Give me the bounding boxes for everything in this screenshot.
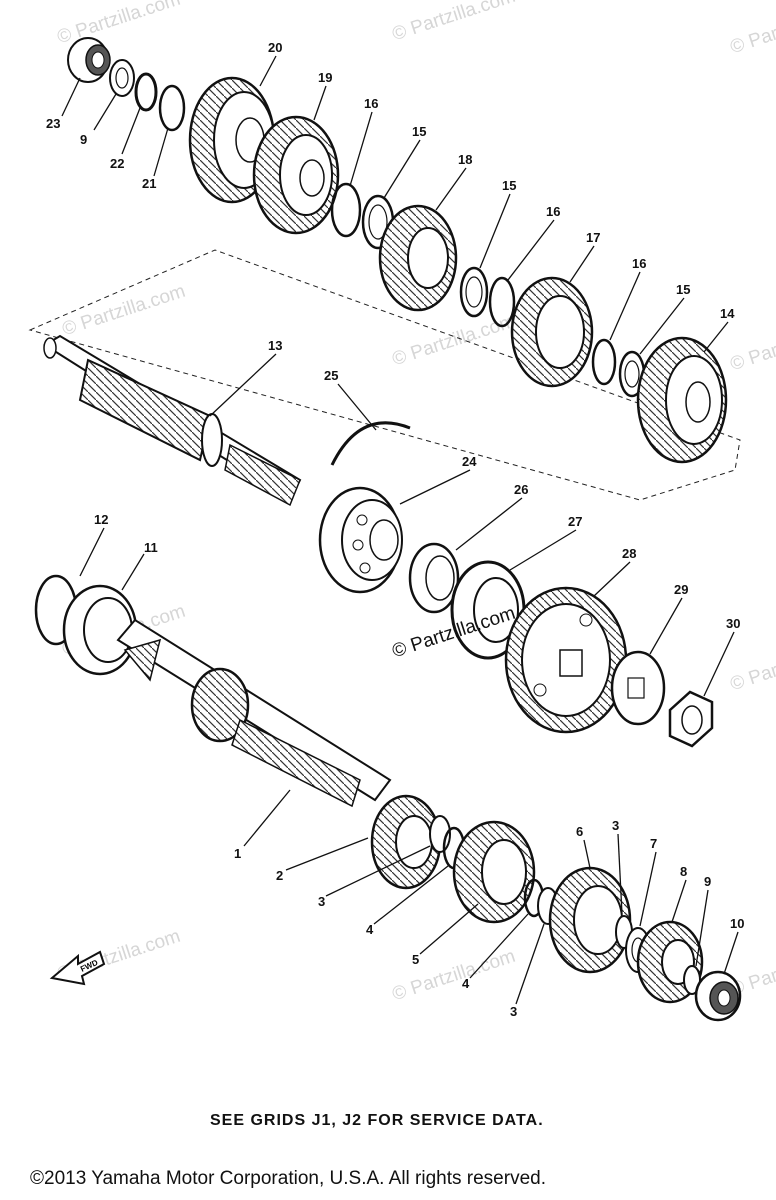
callout-8: 8 xyxy=(680,864,687,879)
callout-10: 10 xyxy=(730,916,744,931)
part-9-washer[interactable] xyxy=(109,59,135,97)
callout-19: 19 xyxy=(318,70,332,85)
dashed-group-outline xyxy=(28,249,741,501)
callout-16: 16 xyxy=(546,204,560,219)
part-17-gear[interactable] xyxy=(510,276,594,388)
callout-21: 21 xyxy=(142,176,156,191)
service-data-note: SEE GRIDS J1, J2 FOR SERVICE DATA. xyxy=(210,1112,544,1129)
part-14-gear[interactable] xyxy=(636,336,728,464)
callout-16: 16 xyxy=(364,96,378,111)
callout-15: 15 xyxy=(676,282,690,297)
callout-28: 28 xyxy=(622,546,636,561)
callout-15: 15 xyxy=(502,178,516,193)
front-direction-arrow-icon: FWD xyxy=(49,950,106,986)
callout-7: 7 xyxy=(650,836,657,851)
callout-20: 20 xyxy=(268,40,282,55)
part-22-circlip[interactable] xyxy=(134,72,158,112)
callout-17: 17 xyxy=(586,230,600,245)
callout-3: 3 xyxy=(318,894,325,909)
callout-29: 29 xyxy=(674,582,688,597)
callout-18: 18 xyxy=(458,152,472,167)
part-10-bearing[interactable] xyxy=(694,970,742,1022)
callout-16: 16 xyxy=(632,256,646,271)
callout-14: 14 xyxy=(720,306,735,321)
part-29-lock-washer[interactable] xyxy=(610,650,666,726)
callout-4: 4 xyxy=(366,922,374,937)
callout-9: 9 xyxy=(80,132,87,147)
part-2-gear[interactable] xyxy=(370,794,442,890)
callout-30: 30 xyxy=(726,616,740,631)
part-21-circlip[interactable] xyxy=(158,84,186,132)
callout-25: 25 xyxy=(324,368,338,383)
callout-24: 24 xyxy=(462,454,477,469)
callout-27: 27 xyxy=(568,514,582,529)
copyright-notice: ©2013 Yamaha Motor Corporation, U.S.A. A… xyxy=(30,1168,546,1189)
callout-5: 5 xyxy=(412,952,419,967)
callout-2: 2 xyxy=(276,868,283,883)
part-30-nut[interactable] xyxy=(668,690,714,748)
callout-3: 3 xyxy=(510,1004,517,1019)
callout-11: 11 xyxy=(144,540,158,555)
part-16-circlip[interactable] xyxy=(488,276,516,328)
part-25-circlip[interactable] xyxy=(330,421,411,466)
part-16-circlip[interactable] xyxy=(591,338,617,386)
part-13-main-axle[interactable] xyxy=(43,334,302,507)
part-27-oil-seal[interactable] xyxy=(450,560,526,660)
callout-26: 26 xyxy=(514,482,528,497)
callout-12: 12 xyxy=(94,512,108,527)
part-15-washer[interactable] xyxy=(459,266,489,318)
callout-3: 3 xyxy=(612,818,619,833)
part-26-collar[interactable] xyxy=(408,542,460,614)
callout-13: 13 xyxy=(268,338,282,353)
callout-1: 1 xyxy=(234,846,241,861)
callout-15: 15 xyxy=(412,124,426,139)
part-18-gear[interactable] xyxy=(378,204,458,312)
leader-lines xyxy=(61,55,739,1005)
callout-22: 22 xyxy=(110,156,124,171)
callout-6: 6 xyxy=(576,824,583,839)
part-1-drive-axle[interactable] xyxy=(116,618,392,808)
part-19-gear[interactable] xyxy=(252,115,340,235)
callout-9: 9 xyxy=(704,874,711,889)
callout-4: 4 xyxy=(462,976,470,991)
part-24-bearing[interactable] xyxy=(318,486,403,594)
part-28-sprocket[interactable] xyxy=(504,586,628,734)
callout-23: 23 xyxy=(46,116,60,131)
part-5-gear[interactable] xyxy=(452,820,536,924)
part-23-bearing[interactable] xyxy=(67,37,111,83)
part-16-circlip[interactable] xyxy=(330,182,362,238)
